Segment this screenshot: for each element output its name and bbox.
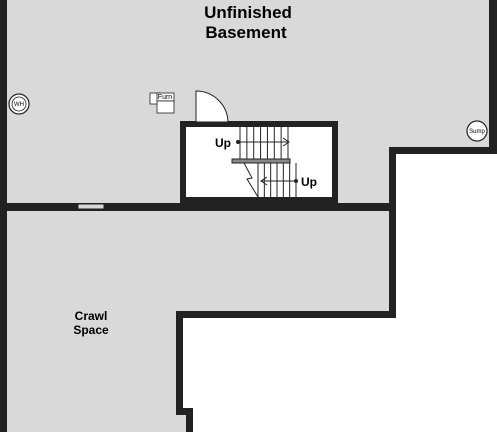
furnace: Furn	[149, 92, 175, 114]
water-heater-inner-circle	[11, 96, 27, 112]
stair-up-label-lower: Up	[301, 175, 317, 189]
water-heater: WH	[8, 93, 30, 115]
right-wall-upper	[489, 0, 497, 153]
stair-up-label-upper: Up	[215, 136, 231, 150]
furnace-box-bottom	[156, 100, 175, 114]
stair-break-line	[243, 162, 259, 198]
step-wall-vertical	[389, 147, 396, 311]
crawl-space-area[interactable]	[7, 211, 389, 432]
stair-wall-bottom	[180, 197, 338, 203]
inner-wall-vertical	[176, 311, 183, 415]
crawl-label-line2: Space	[73, 323, 109, 337]
stair-arrow-head-upper	[282, 137, 290, 147]
notch-wall-horizontal	[176, 408, 193, 415]
sump-label: Sump	[469, 129, 485, 135]
basement-label-line2: Basement	[205, 23, 287, 42]
unfinished-basement-area[interactable]	[7, 0, 489, 205]
water-heater-label: WH	[14, 102, 24, 108]
dividing-wall	[0, 203, 396, 211]
step-wall-horizontal	[389, 147, 497, 154]
sump-circle	[466, 120, 488, 142]
door[interactable]	[195, 90, 229, 123]
inner-wall-horizontal	[176, 311, 396, 318]
crawl-label-line1: Crawl	[75, 309, 108, 323]
left-wall	[0, 0, 7, 432]
stair-arrow-head-lower	[260, 176, 268, 186]
notch-wall-vertical	[186, 408, 193, 432]
basement-label-line1: Unfinished	[204, 3, 292, 22]
door-swing-arc	[195, 90, 229, 123]
sump: Sump	[466, 120, 488, 142]
stair-wall-right	[332, 121, 338, 206]
stair-landing-rail	[231, 158, 291, 164]
wall-opening	[77, 203, 105, 210]
stair-wall-left	[180, 121, 186, 206]
furnace-label: Furn	[158, 94, 173, 101]
stair-wall-top	[180, 121, 338, 127]
